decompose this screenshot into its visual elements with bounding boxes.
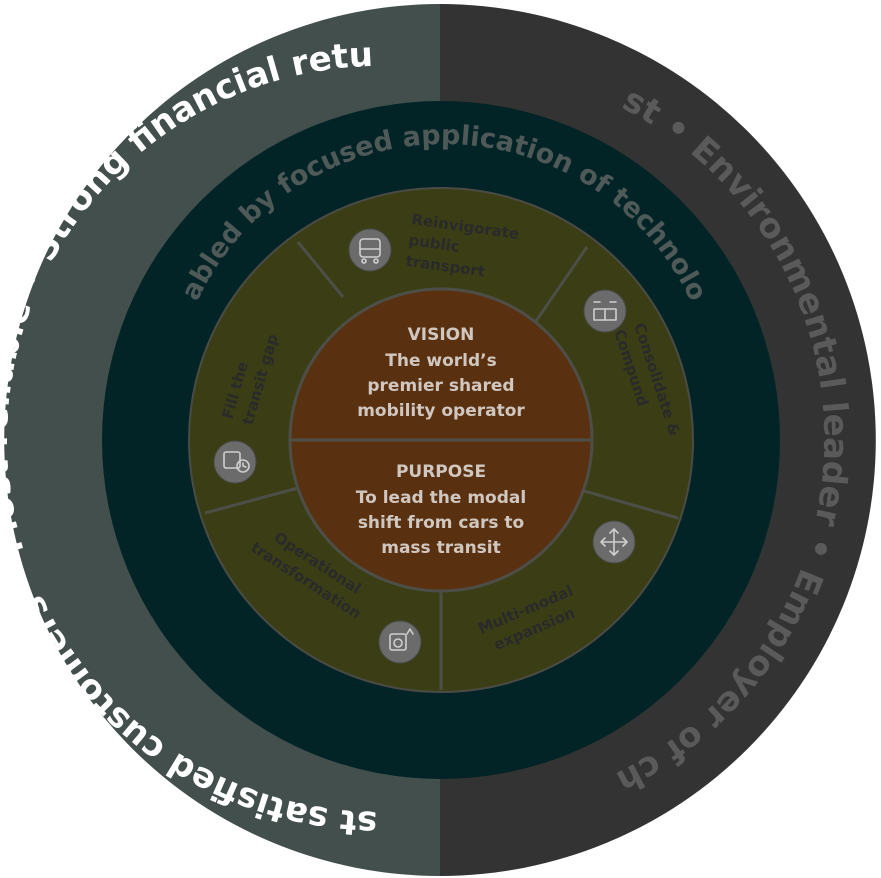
purpose-line: shift from cars to — [358, 513, 524, 533]
purpose-line: mass transit — [381, 538, 501, 558]
vision-heading: VISION — [408, 325, 475, 345]
vision-line: premier shared — [367, 376, 514, 396]
purpose-heading: PURPOSE — [396, 462, 486, 482]
purpose-line: To lead the modal — [356, 488, 526, 508]
gear-icon — [378, 620, 422, 664]
consolidate-icon — [583, 289, 627, 333]
arrows-icon — [592, 520, 636, 564]
vision-block: VISION The world’s premier shared mobili… — [357, 325, 525, 421]
segment-dividers — [204, 241, 679, 690]
purpose-block: PURPOSE To lead the modal shift from car… — [356, 462, 526, 558]
vision-line: The world’s — [385, 351, 497, 371]
bus-icon — [348, 228, 392, 272]
map-clock-icon — [213, 440, 257, 484]
vision-line: mobility operator — [357, 401, 525, 421]
